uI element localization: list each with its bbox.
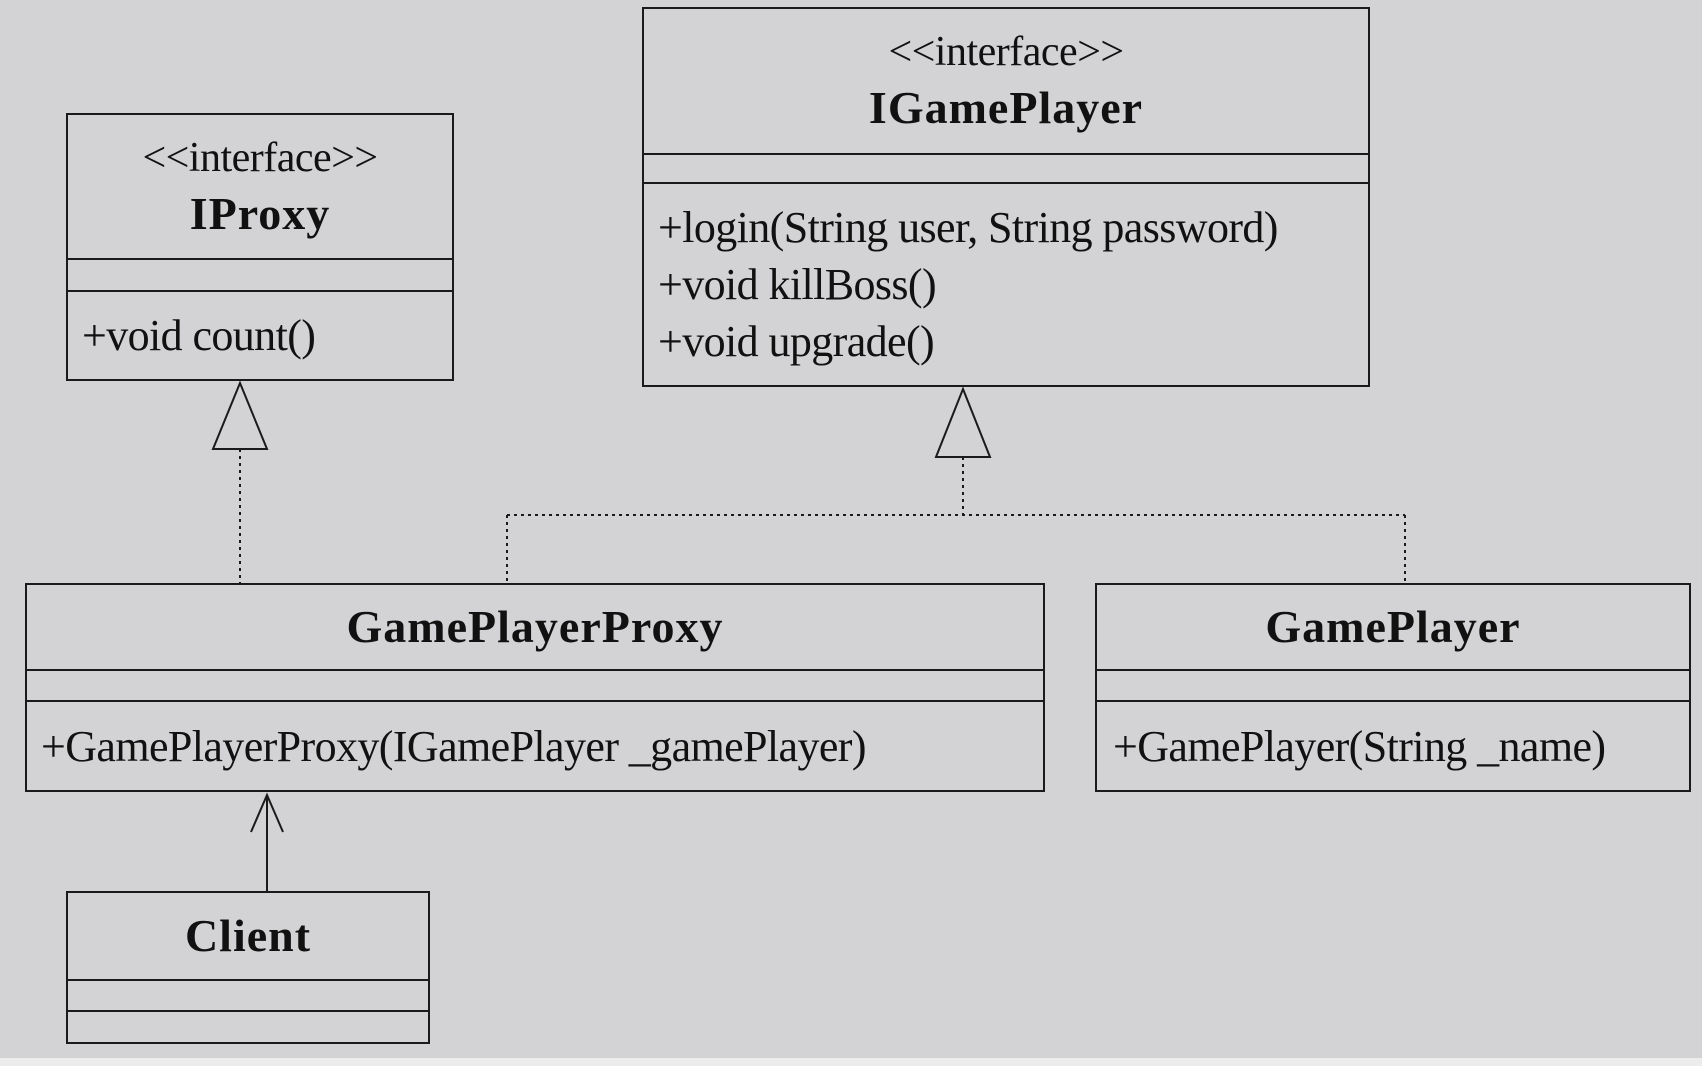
operations-compartment: +login(String user, String password) +vo… [644,184,1368,385]
operations-compartment: +GamePlayer(String _name) [1097,702,1689,790]
operation-item: +void killBoss() [658,260,937,309]
realization-arrowhead-iproxy [211,380,269,450]
stereotype-label: <<interface>> [142,134,378,181]
operations-compartment [68,1012,428,1040]
class-name: IProxy [189,187,331,239]
class-name: Client [184,910,312,961]
operations-compartment: +void count() [68,292,452,379]
association-arrowhead-gpp [250,792,284,833]
operation-item: +GamePlayer(String _name) [1113,721,1606,771]
class-header: <<interface>> IProxy [68,115,452,260]
bottom-strip [0,1058,1702,1066]
realization-arrowhead-igameplayer [934,386,992,458]
class-gameplayerproxy: GamePlayerProxy +GamePlayerProxy(IGamePl… [25,583,1045,792]
class-igameplayer: <<interface>> IGamePlayer +login(String … [642,7,1370,387]
operation-item: +void upgrade() [658,317,935,366]
operation-item: +void count() [82,311,316,360]
class-header: <<interface>> IGamePlayer [644,9,1368,155]
class-iproxy: <<interface>> IProxy +void count() [66,113,454,381]
operation-item: +login(String user, String password) [658,203,1278,252]
attributes-compartment [1097,671,1689,702]
class-name: GamePlayer [1265,601,1521,652]
class-header: GamePlayer [1097,585,1689,671]
attributes-compartment [68,981,428,1012]
attributes-compartment [68,260,452,292]
class-gameplayer: GamePlayer +GamePlayer(String _name) [1095,583,1691,792]
class-name: GamePlayerProxy [346,601,724,652]
class-client: Client [66,891,430,1044]
attributes-compartment [644,155,1368,184]
class-name: IGamePlayer [868,82,1144,133]
class-header: GamePlayerProxy [27,585,1043,671]
operations-compartment: +GamePlayerProxy(IGamePlayer _gamePlayer… [27,702,1043,790]
class-header: Client [68,893,428,981]
stereotype-label: <<interface>> [888,29,1124,75]
operation-item: +GamePlayerProxy(IGamePlayer _gamePlayer… [41,721,867,771]
attributes-compartment [27,671,1043,702]
